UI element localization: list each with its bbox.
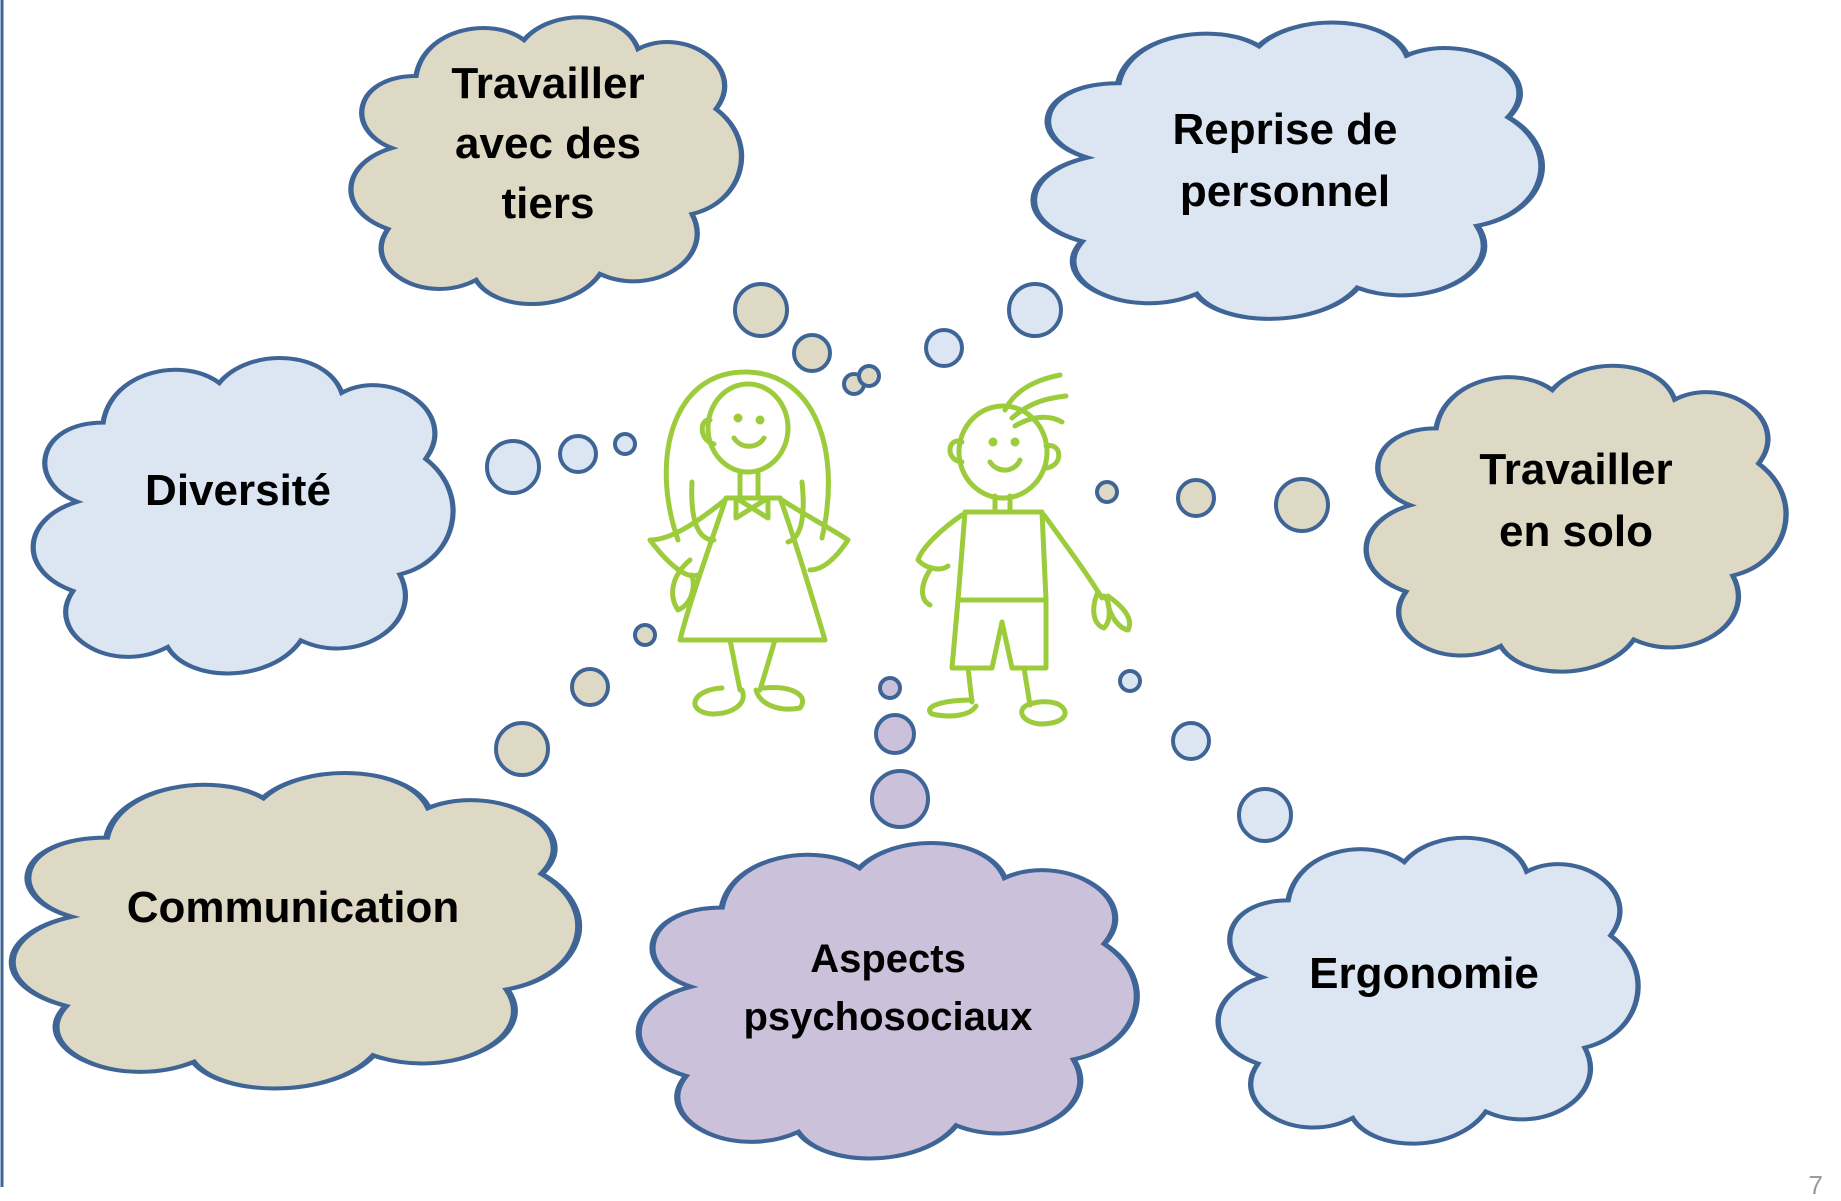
cloud-line: Ergonomie bbox=[1309, 949, 1539, 998]
cloud-line: Communication bbox=[127, 883, 459, 932]
thought-bubble bbox=[878, 676, 902, 700]
cloud-line: avec des bbox=[455, 119, 641, 168]
thought-bubble bbox=[870, 769, 930, 829]
cloud-diversite bbox=[33, 358, 453, 673]
thought-bubble bbox=[485, 439, 541, 495]
thought-bubble bbox=[1095, 480, 1119, 504]
thought-bubble bbox=[1171, 721, 1211, 761]
cloud-line: tiers bbox=[502, 179, 595, 228]
cloud-diversite-label: Diversité bbox=[145, 466, 331, 515]
cloud-line: Travailler bbox=[1479, 445, 1672, 494]
girl-figure-icon bbox=[647, 369, 851, 717]
cloud-line: Aspects bbox=[810, 937, 966, 981]
cloud-aspects-psychosociaux-label: Aspects psychosociaux bbox=[743, 937, 1032, 1039]
cloud-travailler-avec-des-tiers-label: Travailler avec des tiers bbox=[451, 59, 644, 228]
thought-bubble bbox=[924, 328, 964, 368]
page-number: 7 bbox=[1808, 1170, 1823, 1200]
cloud-travailler-en-solo-label: Travailler en solo bbox=[1479, 445, 1672, 556]
thought-bubble bbox=[857, 364, 881, 388]
thought-bubble bbox=[1176, 478, 1216, 518]
thought-bubble bbox=[733, 282, 789, 338]
thought-bubble bbox=[494, 721, 550, 777]
cloud-ergonomie-label: Ergonomie bbox=[1309, 949, 1539, 998]
thought-bubble bbox=[558, 434, 598, 474]
thought-bubble bbox=[1007, 282, 1063, 338]
thought-bubble bbox=[1237, 787, 1293, 843]
thought-bubble bbox=[570, 667, 610, 707]
cloud-line: Reprise de bbox=[1173, 105, 1398, 154]
thought-bubble bbox=[633, 623, 657, 647]
cloud-line: psychosociaux bbox=[743, 995, 1032, 1039]
thought-bubble bbox=[1274, 477, 1330, 533]
cloud-line: Diversité bbox=[145, 466, 331, 515]
thought-bubble bbox=[1118, 669, 1142, 693]
cloud-line: en solo bbox=[1499, 507, 1653, 556]
thought-bubbles bbox=[485, 282, 1330, 843]
cloud-line: Travailler bbox=[451, 59, 644, 108]
thought-bubble bbox=[874, 713, 916, 755]
boy-figure-icon bbox=[915, 372, 1132, 727]
cloud-line: personnel bbox=[1180, 167, 1390, 216]
cloud-communication-label: Communication bbox=[127, 883, 459, 932]
cloud-reprise-de-personnel-label: Reprise de personnel bbox=[1173, 105, 1398, 216]
thought-bubble bbox=[613, 432, 637, 456]
thought-bubble bbox=[792, 333, 832, 373]
